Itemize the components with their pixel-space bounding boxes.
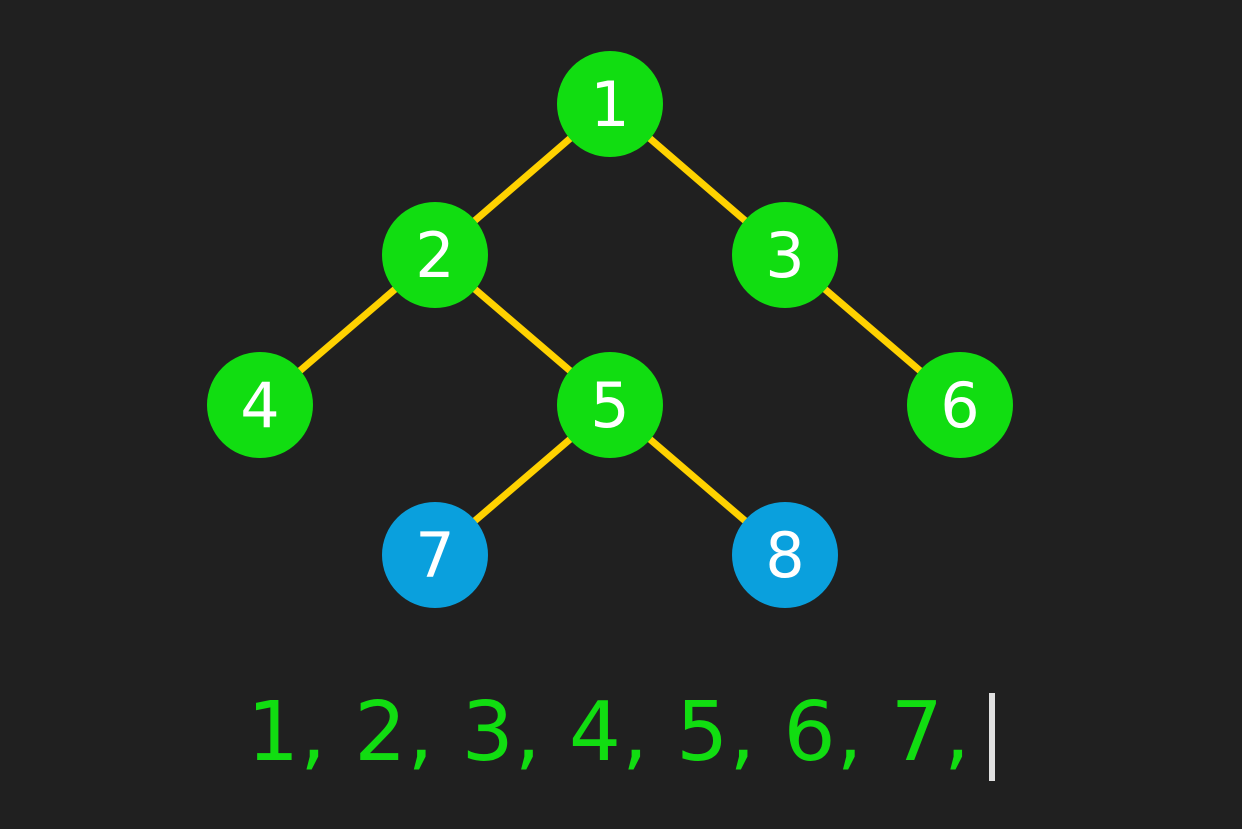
tree-node-label: 2 <box>415 219 454 292</box>
tree-node-label: 4 <box>240 369 279 442</box>
tree-node-circle <box>557 51 663 157</box>
tree-node-circle <box>907 352 1013 458</box>
tree-node-3: 3 <box>732 202 838 308</box>
tree-node-circle <box>557 352 663 458</box>
tree-node-2: 2 <box>382 202 488 308</box>
tree-edges <box>257 101 963 558</box>
tree-node-4: 4 <box>207 352 313 458</box>
tree-node-circle <box>382 502 488 608</box>
tree-node-circle <box>382 202 488 308</box>
tree-node-label: 3 <box>765 219 804 292</box>
tree-node-5: 5 <box>557 352 663 458</box>
tree-node-label: 1 <box>590 68 629 141</box>
tree-node-label: 8 <box>765 519 804 592</box>
text-cursor <box>989 693 996 781</box>
tree-nodes: 1 2 3 4 5 6 7 8 <box>207 51 1013 608</box>
tree-node-6: 6 <box>907 352 1013 458</box>
tree-node-1: 1 <box>557 51 663 157</box>
tree-node-circle <box>732 202 838 308</box>
tree-node-8: 8 <box>732 502 838 608</box>
tree-node-circle <box>207 352 313 458</box>
tree-node-7: 7 <box>382 502 488 608</box>
traversal-sequence-text: 1, 2, 3, 4, 5, 6, 7, <box>246 685 972 780</box>
tree-node-circle <box>732 502 838 608</box>
tree-node-label: 5 <box>590 369 629 442</box>
tree-node-label: 7 <box>415 519 454 592</box>
tree-node-label: 6 <box>940 369 979 442</box>
traversal-output: 1, 2, 3, 4, 5, 6, 7, <box>0 683 1242 793</box>
